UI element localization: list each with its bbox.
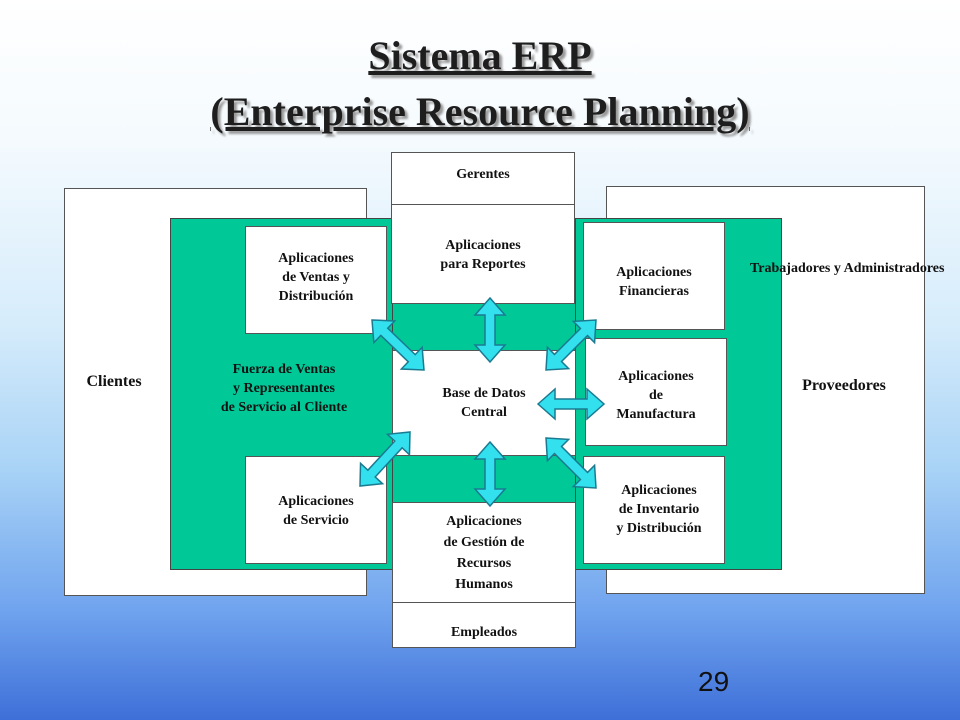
inventario-box [583, 456, 725, 564]
trabajadores-clip: Trabajadores y Administradores [750, 259, 960, 283]
servicio-label: Aplicaciones de Servicio [278, 494, 354, 528]
page-number: 29 [698, 666, 730, 697]
gerentes-label: Gerentes [456, 167, 510, 182]
fuerza-ventas-label: Fuerza de Ventas y Representantes de Ser… [220, 362, 348, 415]
trabajadores-label: Trabajadores y Administradores [750, 261, 945, 276]
rrhh-label: Aplicaciones de Gestión de Recursos Huma… [443, 514, 525, 592]
clientes-label: Clientes [86, 373, 142, 390]
inventario-label: Aplicaciones de Inventario y Distribució… [616, 483, 702, 536]
ventas-distribucion-box [245, 226, 387, 334]
manufactura-box [585, 338, 727, 446]
financieras-label: Aplicaciones Financieras [616, 265, 692, 299]
base-datos-label: Base de Datos Central [442, 386, 526, 420]
title-line-1: Sistema ERP [368, 33, 592, 78]
title-line-2: (Enterprise Resource Planning) [210, 89, 750, 134]
financieras-box [583, 222, 725, 330]
reportes-box [391, 204, 575, 304]
proveedores-label: Proveedores [802, 377, 886, 394]
ventas-distribucion-label: Aplicaciones de Ventas y Distribución [278, 251, 354, 304]
reportes-label: Aplicaciones para Reportes [440, 238, 526, 272]
empleados-label: Empleados [450, 625, 518, 640]
manufactura-label: Aplicaciones de Manufactura [616, 369, 696, 422]
